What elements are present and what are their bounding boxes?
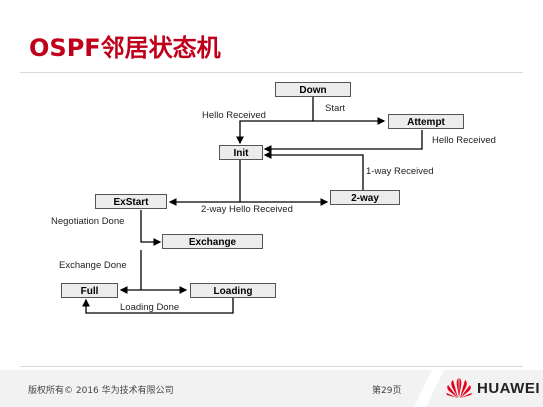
state-down: Down — [275, 82, 351, 97]
title-divider — [20, 72, 523, 73]
footer-bar — [0, 370, 543, 407]
huawei-logo-icon — [446, 378, 472, 398]
label-hello-received-left: Hello Received — [202, 110, 266, 121]
state-attempt: Attempt — [388, 114, 464, 129]
arrow-down-to-attempt — [312, 97, 386, 125]
label-hello-received-right: Hello Received — [432, 135, 496, 146]
state-exstart: ExStart — [95, 194, 167, 209]
state-full: Full — [61, 283, 118, 298]
arrow-down-to-init — [236, 120, 313, 145]
label-loading-done: Loading Done — [120, 302, 180, 313]
slide-title: OSPF邻居状态机 — [29, 34, 221, 62]
state-exchange: Exchange — [162, 234, 263, 249]
label-negotiation-done: Negotiation Done — [51, 216, 125, 227]
state-loading: Loading — [190, 283, 276, 298]
copyright-text: 版权所有© 2016 华为技术有限公司 — [28, 386, 174, 396]
arrow-exstart-to-exchange — [140, 210, 162, 246]
footer-slash-decoration — [414, 370, 444, 407]
arrow-attempt-to-init — [263, 130, 423, 153]
footer-divider — [20, 366, 523, 367]
label-exchange-done: Exchange Done — [59, 260, 127, 271]
label-start: Start — [325, 103, 346, 114]
arrow-loading-to-full — [82, 298, 234, 314]
page-number: 第29页 — [372, 386, 402, 396]
label-1way-received: 1-way Received — [366, 166, 434, 177]
state-init: Init — [219, 145, 263, 160]
state-2way: 2-way — [330, 190, 400, 205]
huawei-wordmark: HUAWEI — [477, 379, 540, 397]
huawei-brand: HUAWEI — [446, 375, 540, 401]
label-2way-hello-received: 2-way Hello Received — [201, 204, 293, 215]
arrow-2way-to-init — [263, 151, 364, 190]
